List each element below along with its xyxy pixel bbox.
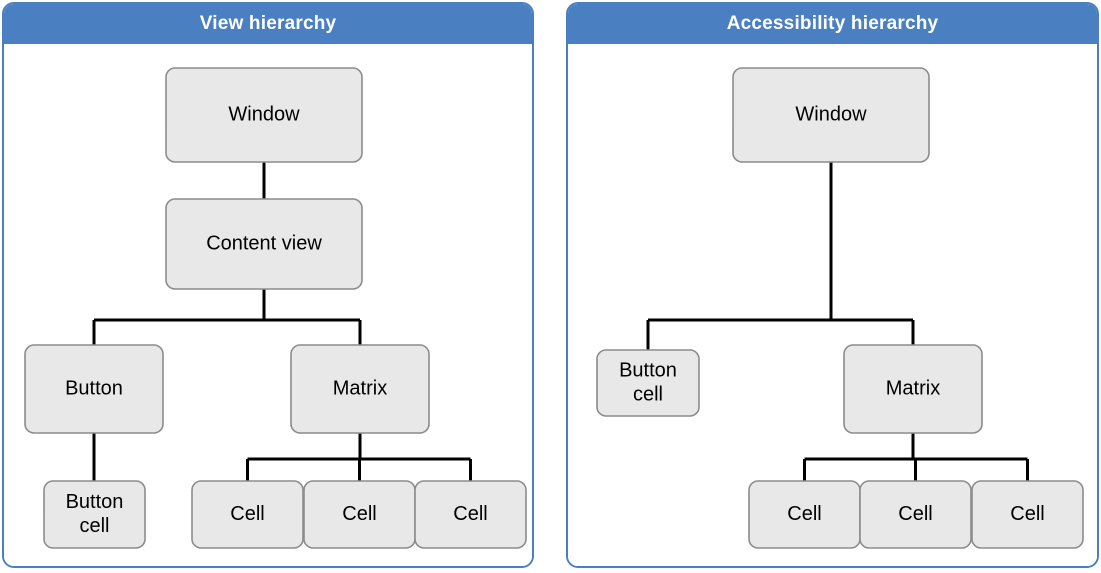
node-label: Cell [453, 503, 487, 525]
node-label: Button [619, 359, 677, 381]
node-box [859, 480, 972, 549]
node-label: Cell [787, 503, 821, 525]
node-box [732, 67, 930, 163]
node-box [165, 198, 363, 290]
node-button[interactable]: Button [24, 344, 164, 434]
node-box [43, 480, 146, 549]
edge-layer [646, 162, 1029, 481]
node-label: Window [795, 103, 867, 125]
node-cell-2[interactable]: Cell [859, 480, 972, 549]
node-window[interactable]: Window [732, 67, 930, 163]
node-label: Window [228, 103, 300, 125]
node-label: cell [633, 383, 663, 405]
node-box [290, 344, 430, 434]
node-label: Cell [342, 503, 376, 525]
node-content-view[interactable]: Content view [165, 198, 363, 290]
node-box [971, 480, 1084, 549]
node-cell-3[interactable]: Cell [971, 480, 1084, 549]
node-label: Matrix [333, 377, 387, 399]
node-box [24, 344, 164, 434]
node-label: Button [66, 491, 124, 513]
panel-title-view-hierarchy: View hierarchy [4, 4, 532, 44]
node-label: Button [65, 377, 123, 399]
node-matrix[interactable]: Matrix [290, 344, 430, 434]
node-box [596, 349, 700, 417]
node-label: Cell [1010, 503, 1044, 525]
node-box [191, 480, 304, 549]
node-label: Cell [898, 503, 932, 525]
node-cell-2[interactable]: Cell [303, 480, 416, 549]
node-window[interactable]: Window [165, 67, 363, 163]
node-label: Cell [230, 503, 264, 525]
panel-title-accessibility-hierarchy: Accessibility hierarchy [568, 4, 1097, 44]
node-cell-1[interactable]: Cell [191, 480, 304, 549]
node-box [843, 344, 983, 434]
node-label: Content view [206, 232, 322, 254]
node-label: cell [79, 515, 109, 537]
node-box [165, 67, 363, 163]
node-cell-1[interactable]: Cell [748, 480, 861, 549]
node-cell-3[interactable]: Cell [414, 480, 527, 549]
edge-layer [92, 162, 472, 481]
node-label: Matrix [886, 377, 940, 399]
node-matrix[interactable]: Matrix [843, 344, 983, 434]
node-box [414, 480, 527, 549]
